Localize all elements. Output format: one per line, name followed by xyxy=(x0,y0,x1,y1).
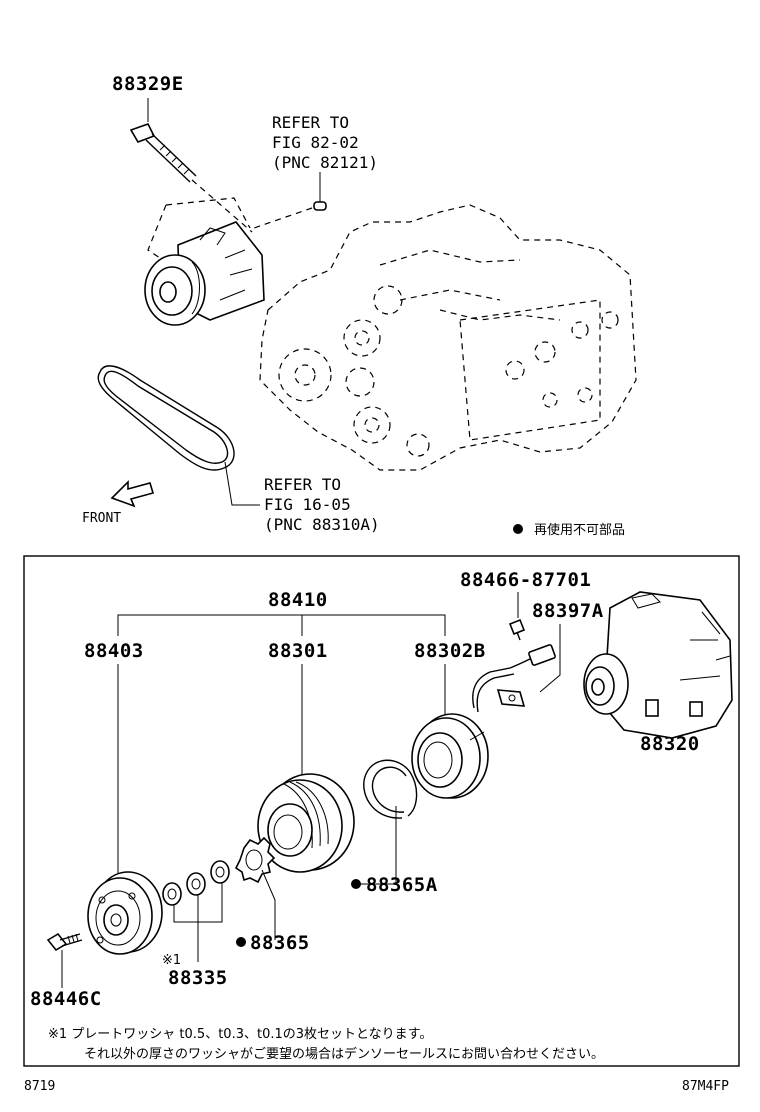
leader-line xyxy=(261,869,276,940)
compressor-icon xyxy=(144,197,265,326)
part-label-88446C[interactable]: 88446C xyxy=(30,988,102,1010)
bolt-icon xyxy=(129,123,197,183)
clutch-plate-icon xyxy=(87,871,163,955)
bullet-icon xyxy=(236,937,246,947)
bolt-icon xyxy=(46,932,83,952)
refer-engine-line1: REFER TO xyxy=(272,113,349,132)
part-label-88403[interactable]: 88403 xyxy=(84,640,144,662)
part-label-88397A[interactable]: 88397A xyxy=(532,600,604,622)
leader-line xyxy=(539,624,561,693)
bullet-icon xyxy=(513,524,523,534)
note-line-1: ※1 プレートワッシャ t0.5、t0.3、t0.1の3枚セットとなります。 xyxy=(48,1027,432,1042)
refer-engine-line3: (PNC 82121) xyxy=(272,153,378,172)
refer-belt-line1: REFER TO xyxy=(264,475,341,494)
part-label-88466-87701[interactable]: 88466-87701 xyxy=(460,569,591,591)
front-label: FRONT xyxy=(82,511,121,526)
part-label-88410[interactable]: 88410 xyxy=(268,589,328,611)
screw-icon xyxy=(508,618,526,641)
harness-icon xyxy=(472,644,556,713)
asterisk-mark: ※1 xyxy=(162,953,181,968)
refer-belt-line2[interactable]: FIG 16-05 xyxy=(264,495,351,514)
part-label-88320[interactable]: 88320 xyxy=(640,733,700,755)
field-coil-icon xyxy=(411,713,489,799)
snap-ring-icon xyxy=(363,759,418,884)
leader-line xyxy=(224,461,260,506)
footer-right-code: 87M4FP xyxy=(682,1079,729,1094)
refer-engine-line2[interactable]: FIG 82-02 xyxy=(272,133,359,152)
legend-note: 再使用不可部品 xyxy=(534,522,625,538)
part-label-88365A[interactable]: 88365A xyxy=(366,874,438,896)
guide-line xyxy=(253,207,313,229)
part-label-88329E[interactable]: 88329E xyxy=(112,73,184,95)
note-line-2: それ以外の厚さのワッシャがご要望の場合はデンソーセールスにお問い合わせください。 xyxy=(84,1046,604,1062)
front-arrow-icon xyxy=(110,480,155,508)
compressor-icon xyxy=(583,591,733,739)
refer-belt-line3: (PNC 88310A) xyxy=(264,515,380,534)
pulley-icon xyxy=(257,773,355,873)
part-label-88365[interactable]: 88365 xyxy=(250,932,310,954)
engine-icon xyxy=(259,204,637,471)
part-label-88301[interactable]: 88301 xyxy=(268,640,328,662)
part-label-88335[interactable]: 88335 xyxy=(168,967,228,989)
footer-left-code: 8719 xyxy=(24,1079,55,1094)
retainer-icon xyxy=(234,836,276,884)
bolt-guide-line xyxy=(191,179,253,233)
detail-frame xyxy=(23,555,740,1067)
bullet-icon xyxy=(351,879,361,889)
washer-icon xyxy=(162,860,230,906)
pin-icon xyxy=(313,201,327,211)
assembly-bracket xyxy=(117,614,446,636)
belt-icon xyxy=(97,365,235,471)
part-label-88302B[interactable]: 88302B xyxy=(414,640,486,662)
